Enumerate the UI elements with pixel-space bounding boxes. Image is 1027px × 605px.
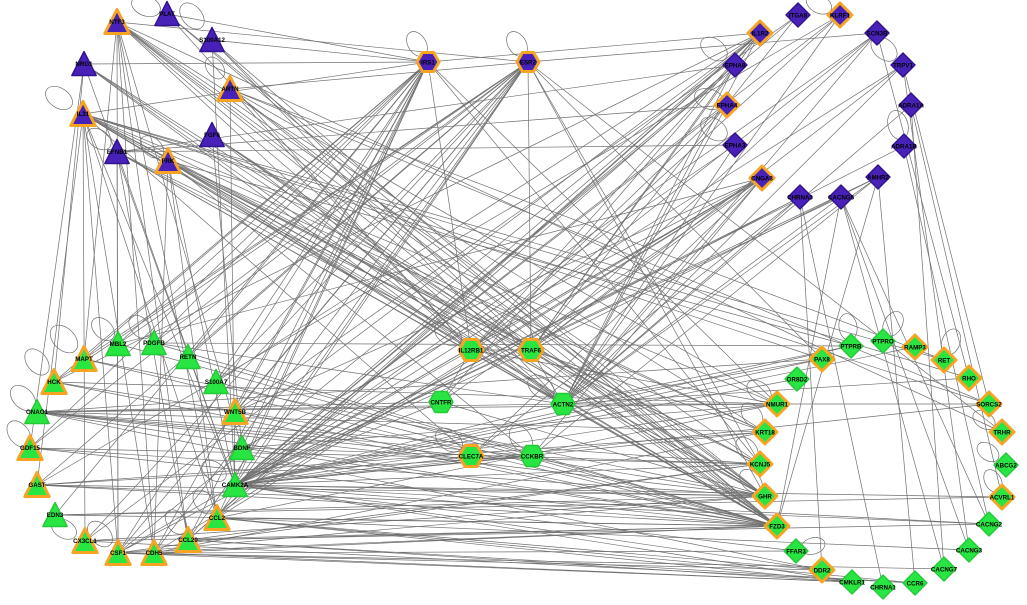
svg-text:ACVRL1: ACVRL1 — [990, 495, 1015, 502]
svg-text:CHRNA1: CHRNA1 — [870, 585, 896, 592]
svg-text:IRS1: IRS1 — [421, 60, 435, 67]
svg-text:OR8D2: OR8D2 — [787, 377, 808, 384]
svg-text:FRK: FRK — [162, 158, 175, 165]
svg-text:MBL2: MBL2 — [110, 341, 127, 348]
svg-text:CDH5: CDH5 — [146, 550, 163, 557]
svg-text:NRG1: NRG1 — [75, 61, 93, 68]
svg-text:KCNJ5: KCNJ5 — [750, 462, 771, 469]
svg-text:RAMP3: RAMP3 — [904, 345, 926, 352]
svg-text:CNTFR: CNTFR — [431, 400, 452, 407]
svg-text:FFAR3: FFAR3 — [786, 549, 806, 556]
svg-text:AMHR2: AMHR2 — [867, 175, 890, 182]
svg-text:BDNF: BDNF — [233, 445, 250, 452]
svg-text:IL12RB1: IL12RB1 — [459, 348, 484, 355]
svg-text:DDR2: DDR2 — [814, 568, 831, 575]
svg-text:RET: RET — [938, 358, 951, 365]
svg-text:CACNG3: CACNG3 — [956, 548, 983, 555]
svg-text:TRPV1: TRPV1 — [893, 63, 914, 70]
svg-text:ARTN: ARTN — [221, 86, 239, 93]
svg-text:CMKLR1: CMKLR1 — [839, 580, 865, 587]
svg-text:CNGA3: CNGA3 — [751, 176, 773, 183]
svg-text:CACNG5: CACNG5 — [828, 195, 855, 202]
svg-text:PTPRO: PTPRO — [872, 339, 894, 346]
svg-text:TRAF6: TRAF6 — [521, 348, 541, 355]
svg-text:KRT18: KRT18 — [755, 430, 775, 437]
svg-text:GHR: GHR — [758, 494, 772, 501]
svg-text:KLRF1: KLRF1 — [830, 13, 850, 20]
svg-text:FZD3: FZD3 — [769, 524, 785, 531]
svg-text:SORCS2: SORCS2 — [976, 402, 1002, 409]
svg-text:RETN: RETN — [180, 354, 197, 361]
svg-text:GNAO1: GNAO1 — [26, 409, 49, 416]
svg-text:PDGFB: PDGFB — [143, 340, 165, 347]
svg-text:ABCG2: ABCG2 — [995, 463, 1017, 470]
svg-text:CSF1: CSF1 — [110, 550, 126, 557]
svg-text:CCL20: CCL20 — [178, 537, 198, 544]
svg-text:FGF6: FGF6 — [204, 132, 220, 139]
svg-text:EPHA8: EPHA8 — [725, 63, 746, 70]
svg-text:S100A12: S100A12 — [199, 37, 225, 44]
svg-text:CX3CL1: CX3CL1 — [73, 538, 97, 545]
svg-text:ACTN2: ACTN2 — [553, 402, 574, 409]
svg-text:IL31: IL31 — [77, 111, 90, 118]
svg-text:GAST: GAST — [28, 482, 45, 489]
svg-text:NMUR1: NMUR1 — [766, 402, 789, 409]
svg-text:ADRA1A: ADRA1A — [898, 103, 924, 110]
svg-text:ITGA8: ITGA8 — [789, 13, 808, 20]
svg-text:MAPT: MAPT — [75, 356, 93, 363]
svg-text:CHRNA3: CHRNA3 — [787, 195, 813, 202]
svg-text:RHO: RHO — [962, 376, 976, 383]
svg-text:GDF15: GDF15 — [20, 445, 41, 452]
svg-text:CCL2: CCL2 — [209, 515, 226, 522]
svg-text:EPHA3: EPHA3 — [725, 143, 746, 150]
svg-text:ADRA1B: ADRA1B — [891, 144, 917, 151]
svg-text:TRHR: TRHR — [993, 430, 1011, 437]
svg-text:WNT5B: WNT5B — [224, 409, 247, 416]
svg-text:HCK: HCK — [47, 379, 61, 386]
svg-text:PLAT: PLAT — [159, 11, 175, 18]
svg-text:PAX8: PAX8 — [814, 357, 830, 364]
svg-text:EPHA4: EPHA4 — [717, 103, 738, 110]
svg-text:SCN3B: SCN3B — [867, 31, 889, 38]
svg-text:ESR2: ESR2 — [520, 60, 537, 67]
svg-text:NTF3: NTF3 — [109, 19, 125, 26]
svg-text:CCR6: CCR6 — [907, 581, 924, 588]
svg-text:CACNG7: CACNG7 — [931, 567, 958, 574]
svg-text:CLEC7A: CLEC7A — [459, 454, 484, 461]
svg-text:CAMK2A: CAMK2A — [222, 482, 249, 489]
svg-text:S100A7: S100A7 — [205, 379, 228, 386]
svg-text:EFNB1: EFNB1 — [107, 149, 128, 156]
svg-text:CACNG2: CACNG2 — [976, 522, 1003, 529]
svg-text:EDN3: EDN3 — [47, 512, 64, 519]
svg-text:CCKBR: CCKBR — [521, 454, 544, 461]
svg-text:IL1R2: IL1R2 — [752, 31, 769, 38]
svg-text:PTPRB: PTPRB — [841, 344, 863, 351]
